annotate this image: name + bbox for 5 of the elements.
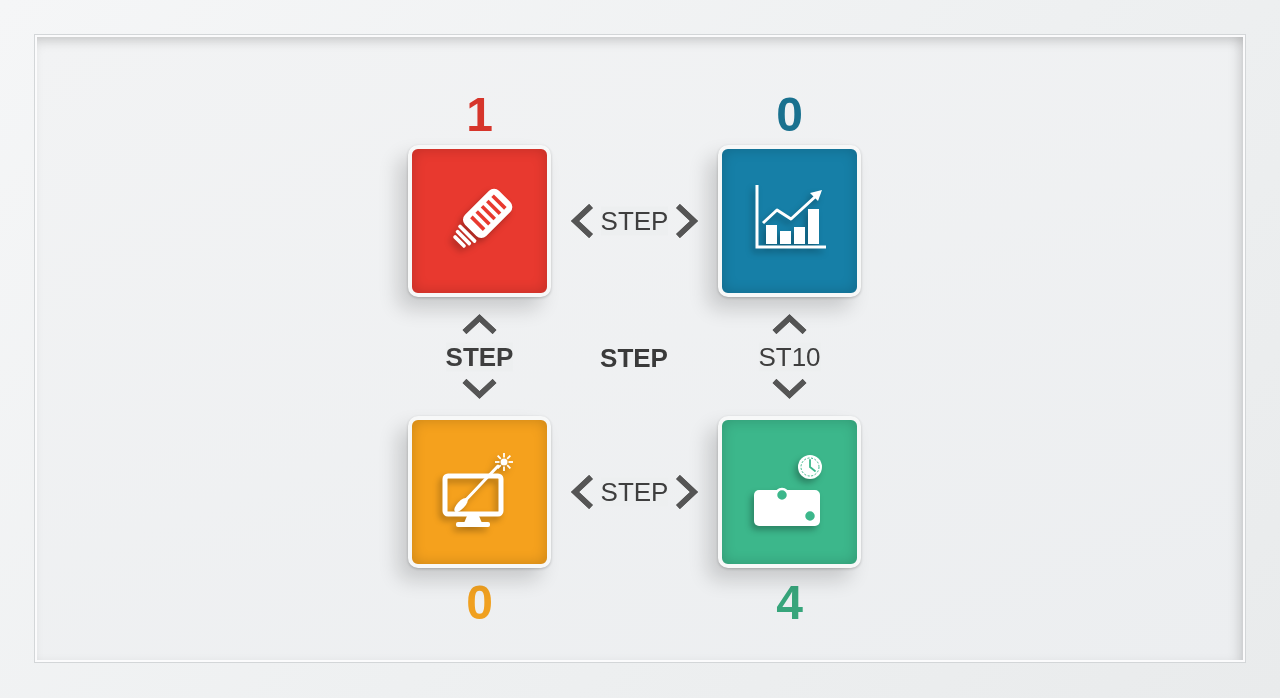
step-number: 0 <box>465 578 494 628</box>
step-number: 4 <box>775 578 804 628</box>
step-number: 1 <box>465 90 494 140</box>
step-label: STEP <box>600 343 668 373</box>
step-number: 0 <box>775 90 804 140</box>
